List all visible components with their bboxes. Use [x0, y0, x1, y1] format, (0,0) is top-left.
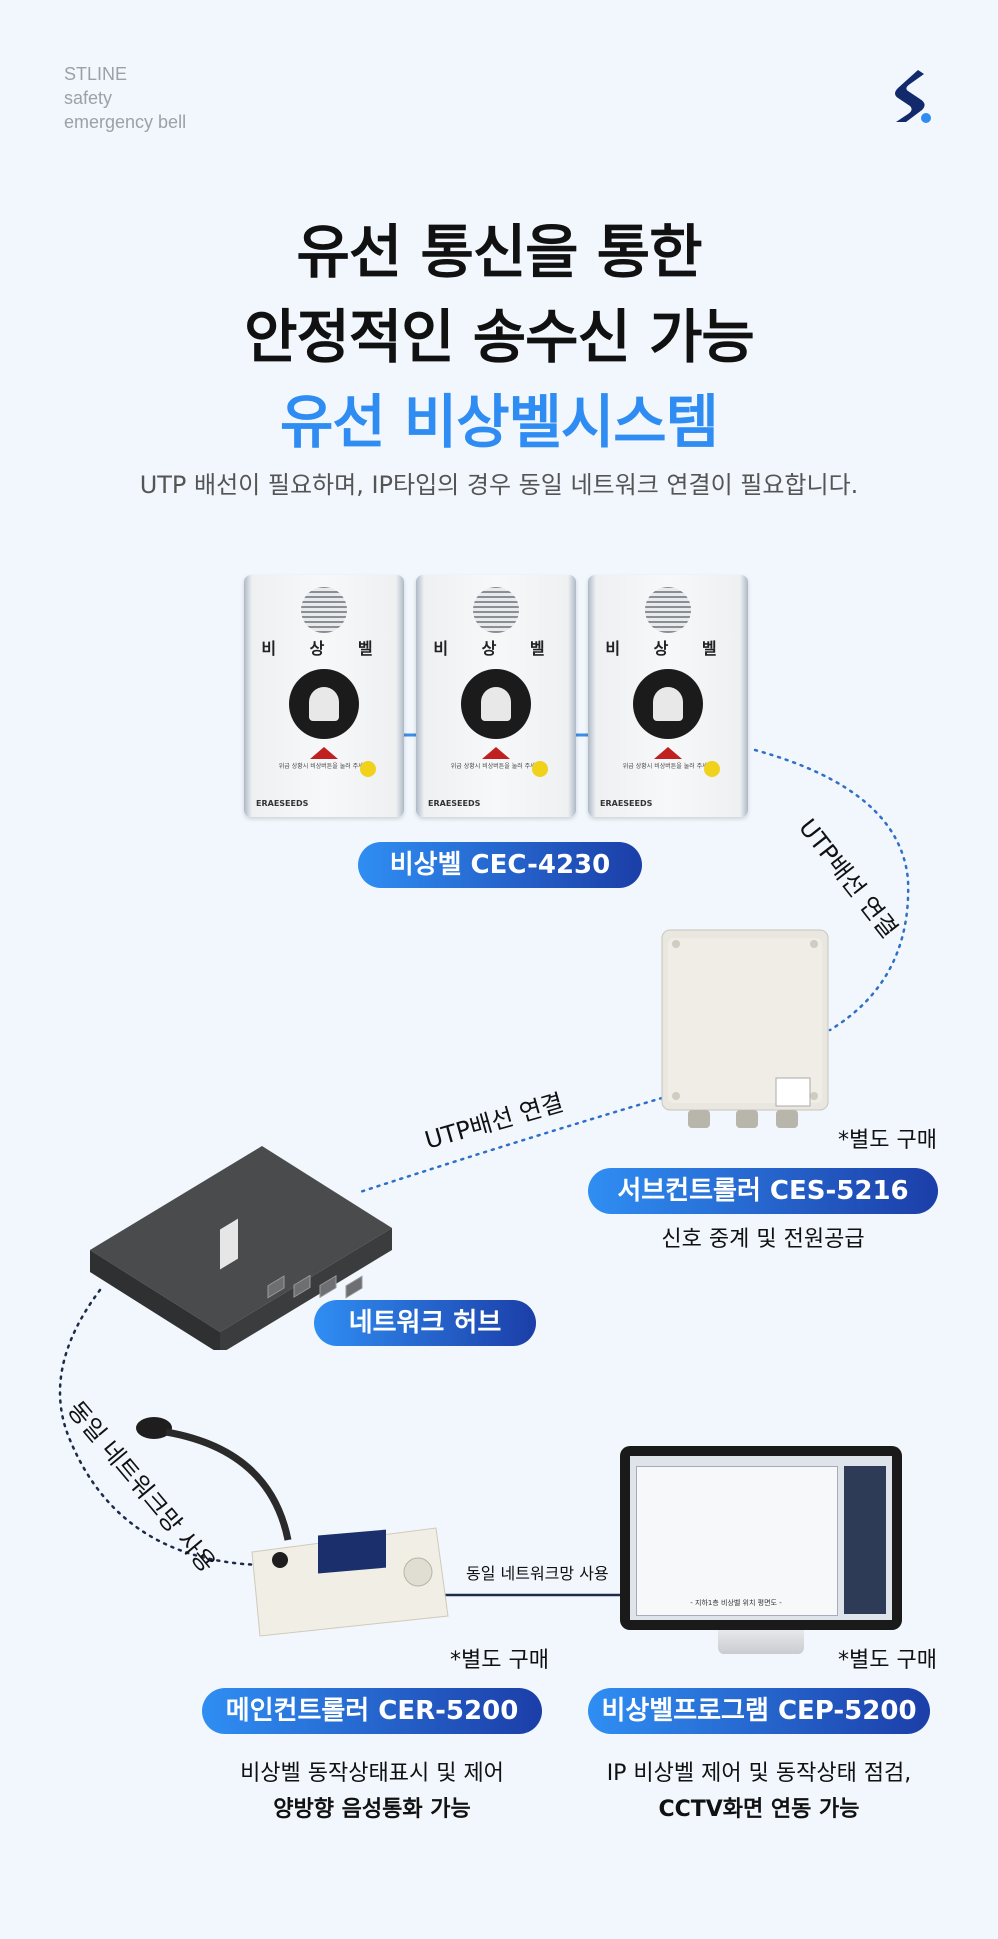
call-button: [360, 761, 376, 777]
bell-unit-2: 비 상 벨 위급 상황시 비상버튼을 눌러 주세요 ERAESEEDS: [416, 575, 576, 817]
brand-line-3: emergency bell: [64, 112, 187, 132]
speaker-grille: [645, 587, 691, 633]
bell-unit-label: 비 상 벨: [605, 639, 731, 658]
bell-product-label: 비상벨 CEC-4230: [358, 842, 642, 888]
screen-caption: - 지하1층 비상벨 위치 평면도 -: [690, 1599, 782, 1607]
speaker-grille: [301, 587, 347, 633]
arrow-up-icon: [654, 747, 682, 759]
brand-line-1: STLINE: [64, 64, 128, 84]
subtitle: UTP 배선이 필요하며, IP타입의 경우 동일 네트워크 연결이 필요합니다…: [139, 471, 859, 499]
same-network-line-label: 동일 네트워크망 사용: [466, 1564, 609, 1583]
headline-line-1: 유선 통신을 통한: [296, 218, 703, 286]
main-controller-note: *별도 구매: [450, 1648, 549, 1673]
program-desc-1: IP 비상벨 제어 및 동작상태 점검,: [606, 1761, 912, 1786]
sub-controller-label: 서브컨트롤러 CES-5216: [588, 1168, 938, 1214]
bell-unit-label: 비 상 벨: [261, 639, 387, 658]
main-controller-label: 메인컨트롤러 CER-5200: [202, 1688, 542, 1734]
emergency-button: [461, 669, 531, 739]
bell-instruction: 위급 상황시 비상버튼을 눌러 주세요: [622, 763, 714, 770]
program-desc-2: CCTV화면 연동 가능: [658, 1797, 860, 1822]
network-hub-label: 네트워크 허브: [314, 1300, 536, 1346]
main-controller-desc-1: 비상벨 동작상태표시 및 제어: [240, 1761, 504, 1786]
bell-unit-1: 비 상 벨 위급 상황시 비상버튼을 눌러 주세요 ERAESEEDS: [244, 575, 404, 817]
call-button: [704, 761, 720, 777]
call-button: [532, 761, 548, 777]
sub-controller-desc: 신호 중계 및 전원공급: [661, 1227, 865, 1252]
program-label: 비상벨프로그램 CEP-5200: [588, 1688, 930, 1734]
floor-plan: [636, 1466, 838, 1616]
monitor-device: - 지하1층 비상벨 위치 평면도 -: [620, 1446, 902, 1630]
bell-unit-label: 비 상 벨: [433, 639, 559, 658]
monitor-stand: [718, 1630, 804, 1654]
bell-instruction: 위급 상황시 비상버튼을 눌러 주세요: [278, 763, 370, 770]
emergency-button: [633, 669, 703, 739]
bell-instruction: 위급 상황시 비상버튼을 눌러 주세요: [450, 763, 542, 770]
maker-label: ERAESEEDS: [256, 799, 309, 808]
emergency-button: [289, 669, 359, 739]
side-panel: [844, 1466, 886, 1614]
brand-text: STLINE safety emergency bell: [64, 62, 186, 134]
brand-line-2: safety: [64, 88, 113, 108]
network-hub-device: [90, 1146, 392, 1350]
main-controller-desc-2: 양방향 음성통화 가능: [273, 1797, 471, 1822]
sub-controller-device: [661, 929, 829, 1128]
monitor-screen: - 지하1층 비상벨 위치 평면도 -: [630, 1456, 892, 1620]
bell-unit-3: 비 상 벨 위급 상황시 비상버튼을 눌러 주세요 ERAESEEDS: [588, 575, 748, 817]
arrow-up-icon: [310, 747, 338, 759]
program-note: *별도 구매: [838, 1648, 937, 1673]
maker-label: ERAESEEDS: [600, 799, 653, 808]
sub-controller-note: *별도 구매: [838, 1128, 937, 1153]
headline-line-3: 유선 비상벨시스템: [279, 388, 719, 456]
arrow-up-icon: [482, 747, 510, 759]
maker-label: ERAESEEDS: [428, 799, 481, 808]
speaker-grille: [473, 587, 519, 633]
main-controller-device: [136, 1417, 449, 1637]
headline-line-2: 안정적인 송수신 가능: [244, 303, 755, 371]
stline-logo-icon: [895, 70, 931, 123]
